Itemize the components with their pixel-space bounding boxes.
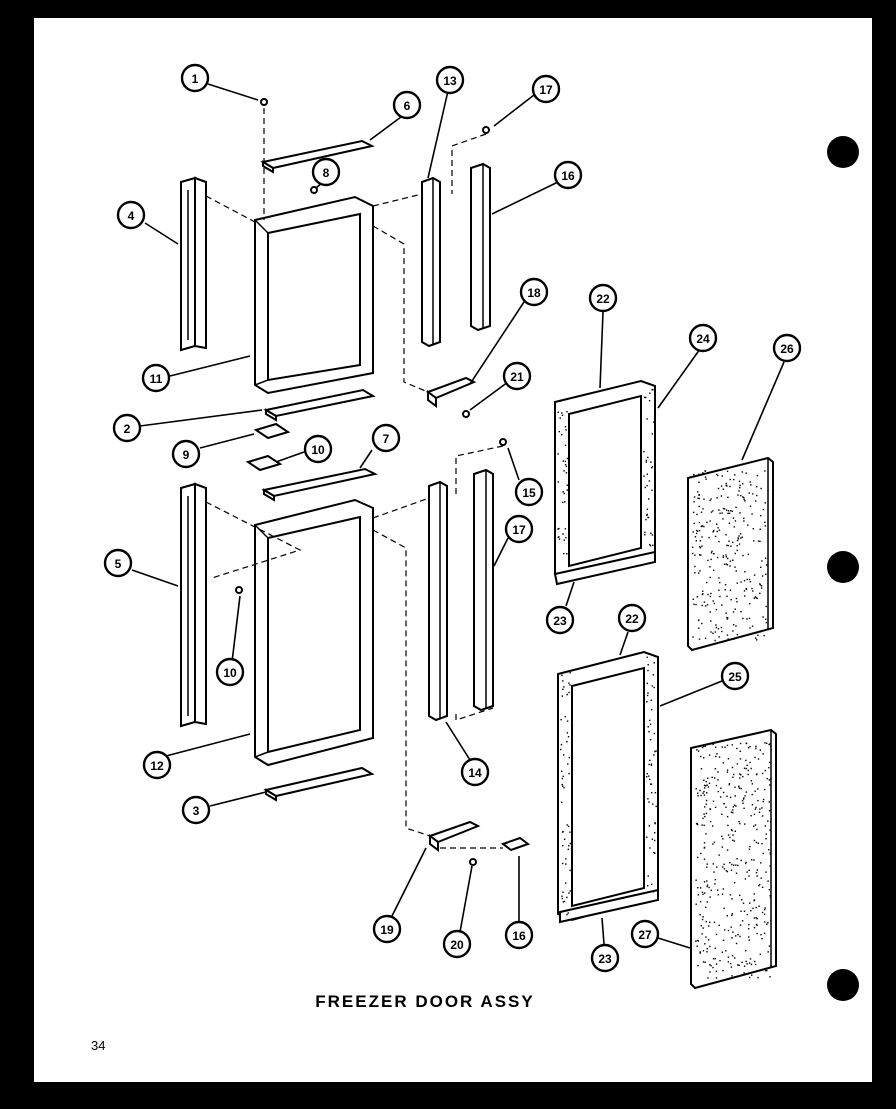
svg-text:23: 23 <box>598 952 612 966</box>
callout-16-a: 16 <box>553 160 583 190</box>
svg-text:9: 9 <box>183 448 190 462</box>
gasket-upper <box>553 379 656 586</box>
svg-text:16: 16 <box>512 929 526 943</box>
callout-16-b: 16 <box>504 920 534 950</box>
svg-text:10: 10 <box>311 443 325 457</box>
side-channel-lower-left <box>180 482 207 728</box>
punch-hole <box>827 551 859 583</box>
punch-hole <box>827 969 859 1001</box>
side-channel-lower-right-outer <box>473 468 494 712</box>
svg-text:24: 24 <box>696 332 710 346</box>
foam-texture <box>557 388 772 979</box>
callout-21: 21 <box>502 361 532 391</box>
svg-text:17: 17 <box>539 83 553 97</box>
callout-11: 11 <box>141 363 171 393</box>
callout-23-b: 23 <box>590 943 620 973</box>
callout-17-b: 17 <box>504 514 534 544</box>
svg-text:1: 1 <box>192 72 199 86</box>
callout-14: 14 <box>460 757 490 787</box>
svg-text:3: 3 <box>193 804 200 818</box>
svg-text:16: 16 <box>561 169 575 183</box>
callout-18: 18 <box>519 277 549 307</box>
svg-text:12: 12 <box>150 759 164 773</box>
svg-text:7: 7 <box>383 432 390 446</box>
svg-text:11: 11 <box>150 372 163 386</box>
plate-upper-small <box>253 422 291 440</box>
side-channel-upper-left <box>180 176 207 352</box>
punch-hole <box>827 136 859 168</box>
svg-text:25: 25 <box>728 670 742 684</box>
callout-1: 1 <box>180 63 210 93</box>
callout-22-a: 22 <box>588 283 618 313</box>
svg-text:17: 17 <box>512 523 526 537</box>
svg-text:21: 21 <box>510 370 524 384</box>
leader-lines <box>131 83 785 949</box>
callout-10-a: 10 <box>303 434 333 464</box>
callout-25: 25 <box>720 661 750 691</box>
hinge-bracket-lower <box>427 820 481 852</box>
svg-text:22: 22 <box>625 612 639 626</box>
top-bracket-upper <box>260 139 375 174</box>
gasket-lower <box>557 650 659 924</box>
callout-7: 7 <box>371 423 401 453</box>
foam-panel-upper <box>687 456 774 652</box>
diagram-title: FREEZER DOOR ASSY <box>315 992 535 1011</box>
callout-17-a: 17 <box>531 74 561 104</box>
screw-icons <box>235 98 507 866</box>
foam-panel-lower <box>690 728 777 990</box>
callout-6: 6 <box>392 90 422 120</box>
svg-text:15: 15 <box>522 486 536 500</box>
svg-text:19: 19 <box>380 923 394 937</box>
page-number: 34 <box>91 1038 106 1053</box>
callout-23-a: 23 <box>545 605 575 635</box>
svg-text:23: 23 <box>553 614 567 628</box>
svg-text:20: 20 <box>450 938 464 952</box>
door-frame-upper <box>254 195 374 395</box>
svg-text:8: 8 <box>323 166 330 180</box>
bottom-bracket-upper <box>263 388 376 422</box>
side-channel-lower-right-inner <box>428 480 448 722</box>
callout-20: 20 <box>442 929 472 959</box>
callout-8: 8 <box>311 157 341 187</box>
callout-3: 3 <box>181 795 211 825</box>
svg-text:10: 10 <box>223 666 237 680</box>
svg-text:5: 5 <box>115 557 122 571</box>
svg-text:6: 6 <box>404 99 411 113</box>
callout-24: 24 <box>688 323 718 353</box>
callout-19: 19 <box>372 914 402 944</box>
svg-text:14: 14 <box>468 766 482 780</box>
callout-15: 15 <box>514 477 544 507</box>
assembly-lines <box>205 108 504 849</box>
door-frame-lower <box>254 498 374 767</box>
hinge-bracket-upper <box>425 376 477 408</box>
callout-10-b: 10 <box>215 657 245 687</box>
callout-markers: 1 2 3 4 5 6 7 8 9 10 10 11 12 13 14 15 1… <box>103 63 802 973</box>
svg-text:4: 4 <box>128 209 135 223</box>
top-bracket-lower <box>261 467 378 502</box>
hinge-pin-clip <box>500 836 531 852</box>
svg-text:26: 26 <box>780 342 794 356</box>
plate-lower-small <box>245 454 283 472</box>
callout-9: 9 <box>171 439 201 469</box>
svg-text:13: 13 <box>443 74 457 88</box>
callout-22-b: 22 <box>617 603 647 633</box>
svg-text:18: 18 <box>527 286 541 300</box>
callout-2: 2 <box>112 413 142 443</box>
callout-13: 13 <box>435 65 465 95</box>
side-channel-upper-right-inner <box>421 176 441 348</box>
bottom-bracket-lower <box>263 766 375 802</box>
callout-26: 26 <box>772 333 802 363</box>
svg-text:2: 2 <box>124 422 131 436</box>
callout-5: 5 <box>103 548 133 578</box>
side-channel-upper-right-outer <box>470 162 491 332</box>
callout-27: 27 <box>630 919 660 949</box>
callout-12: 12 <box>142 750 172 780</box>
callout-4: 4 <box>116 200 146 230</box>
svg-text:27: 27 <box>638 928 652 942</box>
svg-text:22: 22 <box>596 292 610 306</box>
